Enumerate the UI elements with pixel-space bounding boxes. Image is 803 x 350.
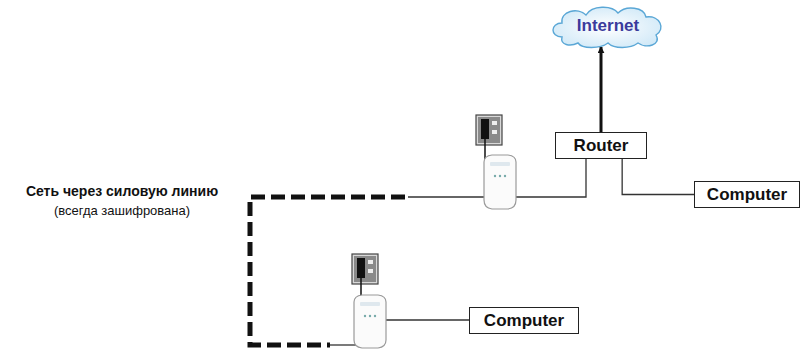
box-label: Computer (484, 311, 564, 331)
ethernet-wire (384, 319, 469, 320)
cloud-label: Internet (577, 16, 639, 36)
router-box: Router (555, 132, 647, 159)
wall-socket (352, 254, 378, 298)
computer-box: Computer (469, 307, 579, 334)
uplink-arrow (600, 47, 603, 132)
network-caption: Сеть через силовую линию (2, 183, 242, 199)
internet-cloud: Internet (548, 3, 668, 49)
powerline-adapter (354, 295, 386, 348)
box-label: Router (574, 136, 629, 156)
box-label: Computer (707, 185, 787, 205)
ethernet-wire (514, 159, 586, 197)
powerline-adapter (484, 155, 516, 209)
computer-box: Computer (694, 181, 800, 208)
network-caption: (всегда зашифрована) (2, 203, 242, 218)
wall-socket (476, 115, 502, 160)
powerline-wire (330, 344, 356, 345)
network-wire (622, 159, 694, 195)
powerline-wire (408, 196, 484, 197)
